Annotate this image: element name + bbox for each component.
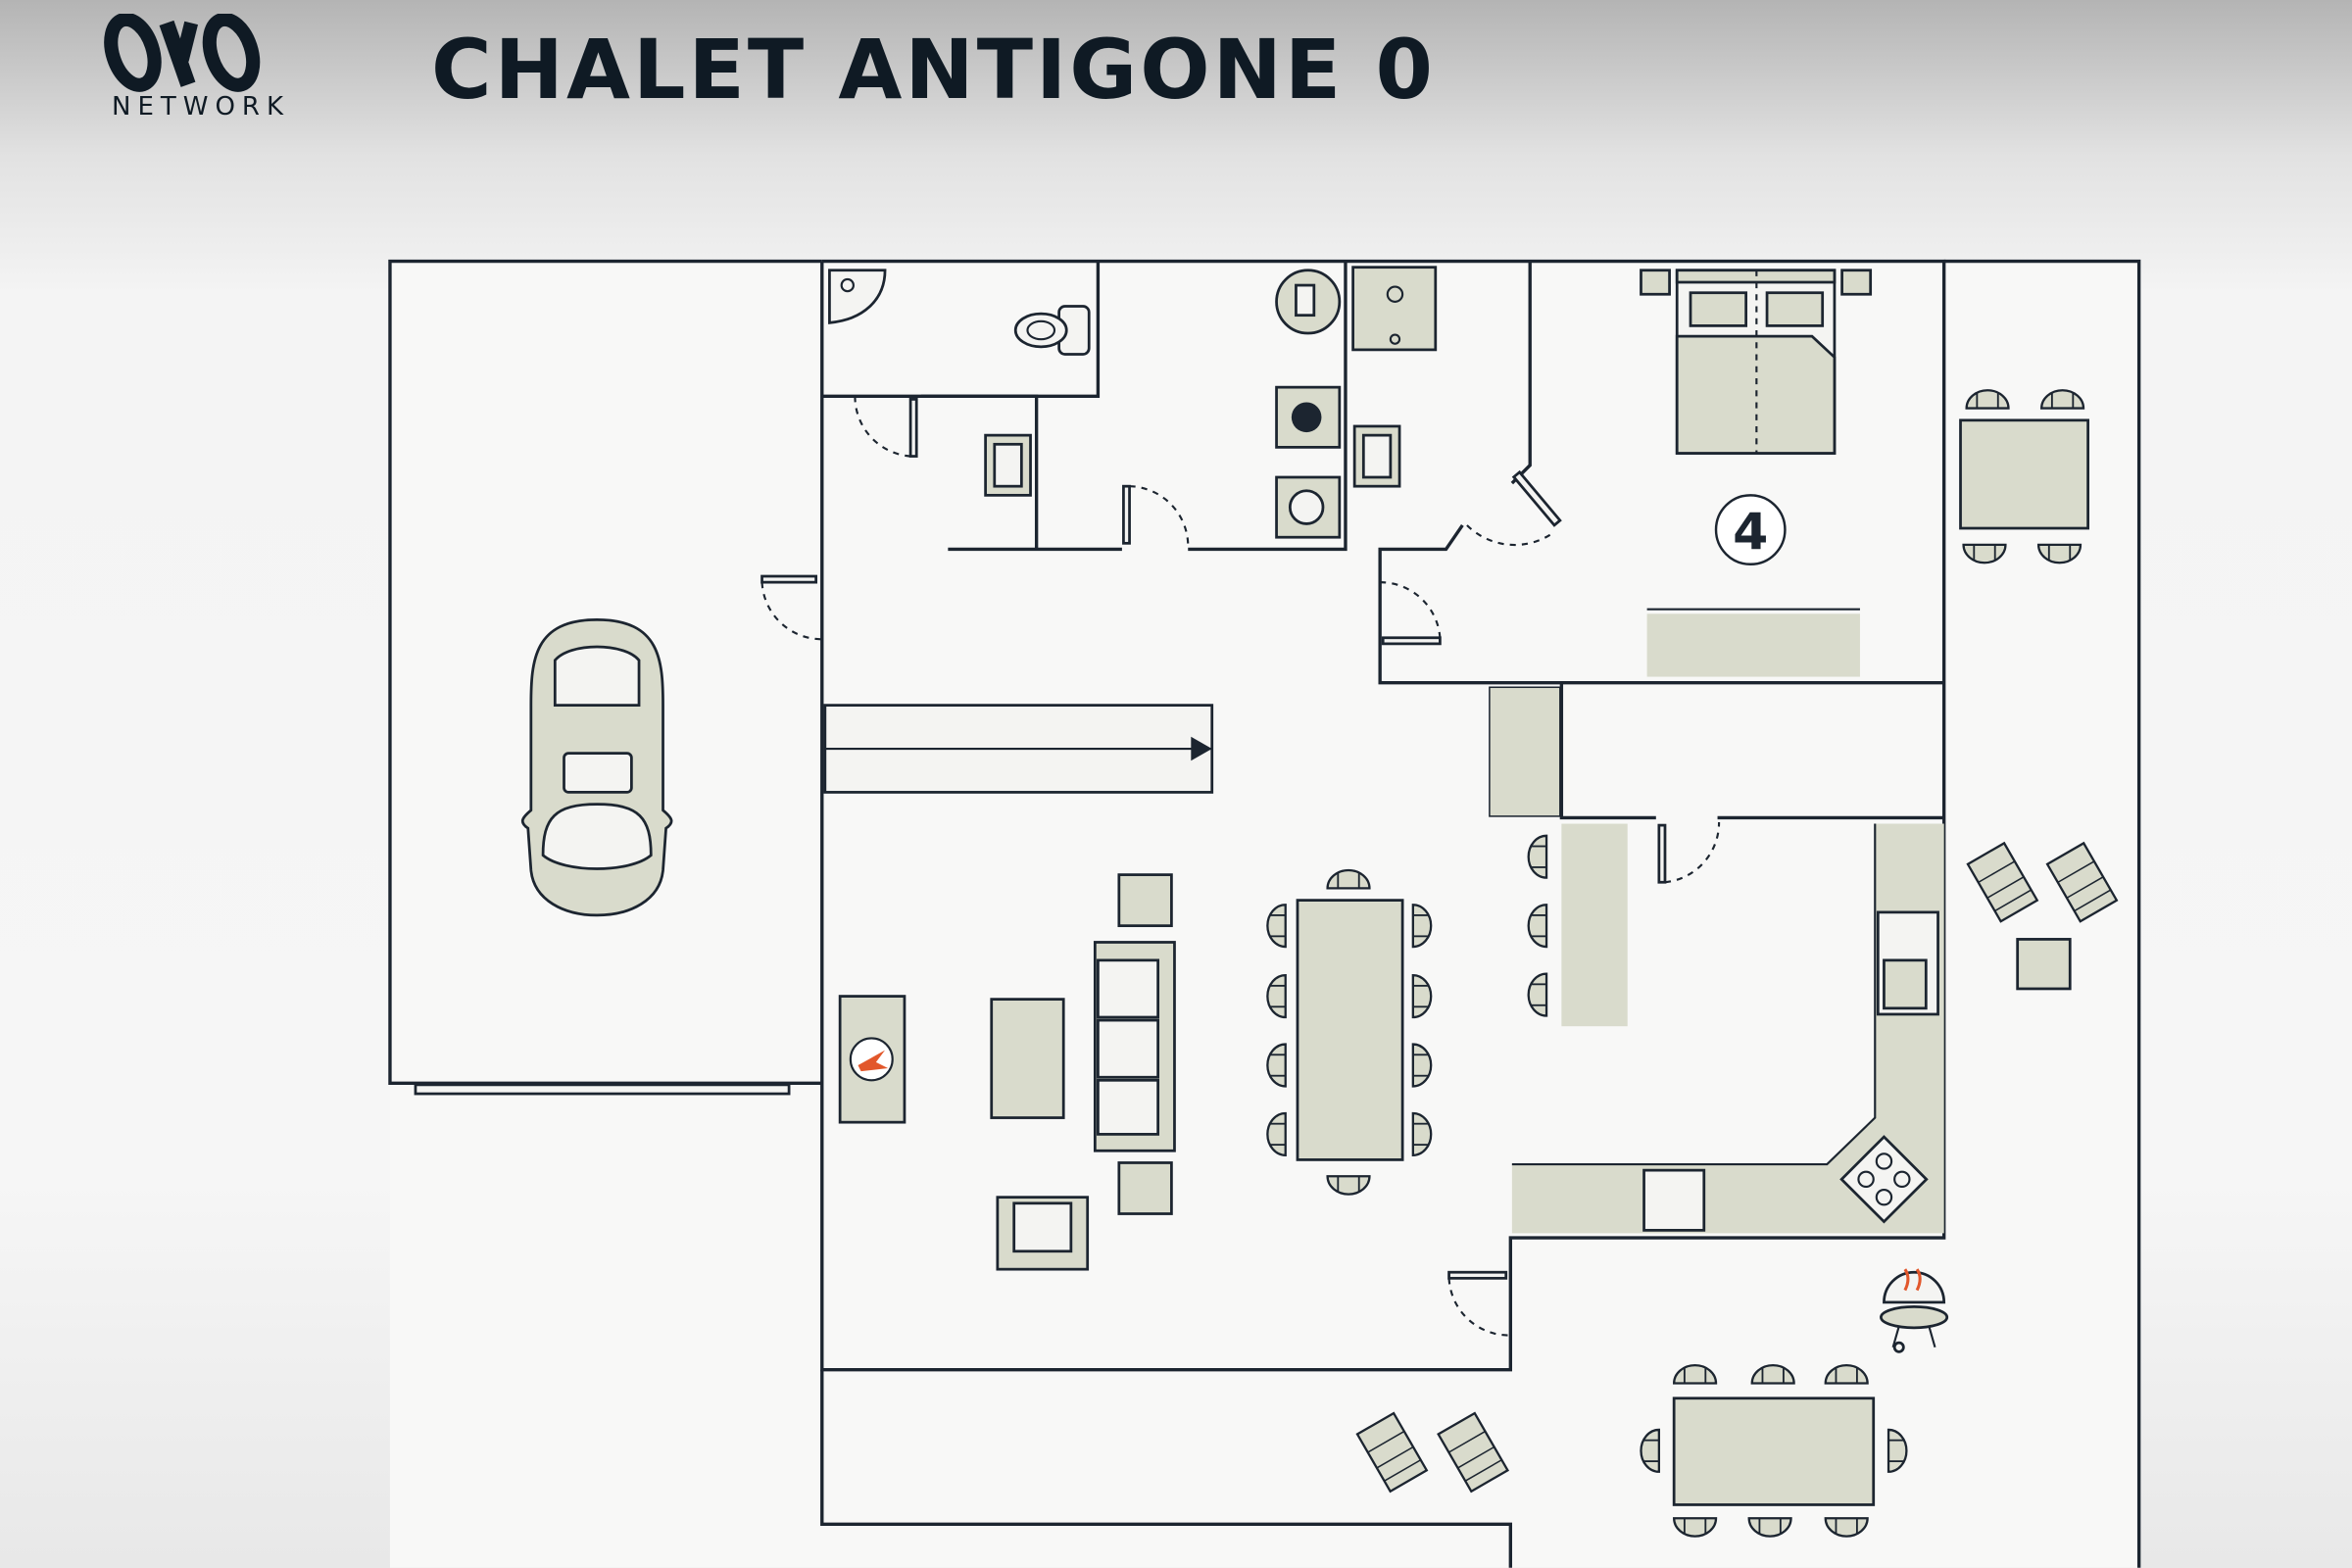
chair xyxy=(1527,972,1548,1017)
chair xyxy=(1411,1111,1433,1156)
chair xyxy=(1824,1517,1869,1538)
garage xyxy=(388,259,822,1096)
ono-network-logo xyxy=(104,14,261,92)
door-terrace[interactable] xyxy=(1447,1270,1508,1280)
doors xyxy=(760,396,1721,1337)
double-bed xyxy=(1640,269,1873,455)
staircase[interactable] xyxy=(823,704,1214,794)
door-kitchen[interactable] xyxy=(1657,823,1667,884)
room-number: 4 xyxy=(1733,503,1768,562)
car-icon xyxy=(520,618,673,917)
fireplace xyxy=(838,995,906,1124)
door-wc[interactable] xyxy=(908,398,918,458)
logo-wordmark: NETWORK xyxy=(112,92,291,122)
door-garage[interactable] xyxy=(760,574,818,584)
washing-machine-icon xyxy=(1275,475,1342,539)
side-table xyxy=(1117,873,1173,928)
terrace-table-south xyxy=(1672,1396,1876,1506)
sink-icon xyxy=(984,433,1032,497)
chair xyxy=(1266,1111,1287,1156)
room-number-badge: 4 xyxy=(1714,494,1787,565)
sofa xyxy=(1093,941,1176,1152)
chair xyxy=(1266,904,1287,949)
dryer-icon xyxy=(1275,385,1342,449)
chair xyxy=(1411,974,1433,1019)
sun-lounger xyxy=(1966,841,2039,923)
door-bathroom[interactable] xyxy=(1381,636,1442,646)
sink-corner-icon xyxy=(828,269,887,324)
toilet-icon xyxy=(1013,305,1091,356)
bathroom-sink-icon xyxy=(1352,424,1401,488)
chair xyxy=(1266,974,1287,1019)
chair xyxy=(1527,834,1548,879)
cooktop-icon xyxy=(1839,1135,1929,1224)
page-title: CHALET ANTIGONE 0 xyxy=(431,22,1436,118)
chair xyxy=(1886,1428,1908,1473)
sun-lounger xyxy=(1355,1411,1429,1494)
kitchen-island xyxy=(1561,823,1628,1027)
kitchen-units xyxy=(1489,686,1944,1234)
chair xyxy=(1326,1175,1371,1196)
chair xyxy=(1411,1043,1433,1088)
barbecue-icon xyxy=(1880,1268,1949,1353)
fridge-cabinet xyxy=(1489,686,1561,817)
chair xyxy=(1266,1043,1287,1088)
terrace-table-north xyxy=(1959,418,2089,530)
armchair xyxy=(996,1196,1090,1271)
nightstand xyxy=(1840,269,1873,296)
fire-icon xyxy=(858,1050,889,1072)
shower-icon xyxy=(1351,266,1438,352)
chair xyxy=(1527,904,1548,949)
sun-lounger xyxy=(2045,841,2119,923)
terrace-side-table xyxy=(2016,938,2072,991)
chair xyxy=(1750,1363,1795,1385)
chair xyxy=(1326,868,1371,890)
door-laundry[interactable] xyxy=(1122,484,1131,545)
water-heater-icon xyxy=(1275,269,1342,335)
chair xyxy=(1673,1363,1718,1385)
chair xyxy=(2040,389,2085,410)
chair xyxy=(2036,543,2082,564)
chair xyxy=(1747,1517,1792,1538)
chair xyxy=(1962,543,2007,564)
chair xyxy=(1824,1363,1869,1385)
nightstand xyxy=(1640,269,1671,296)
dining-table xyxy=(1296,899,1404,1161)
coffee-table xyxy=(990,998,1065,1119)
garage-door[interactable] xyxy=(414,1083,791,1096)
chair xyxy=(1965,389,2010,410)
chair xyxy=(1673,1517,1718,1538)
wardrobe xyxy=(1646,608,1860,677)
oven-icon xyxy=(1642,1168,1706,1232)
walls xyxy=(820,259,2141,1568)
stairs-arrow-icon xyxy=(1191,736,1212,761)
floor-area xyxy=(389,261,2139,1568)
sun-lounger xyxy=(1437,1411,1510,1494)
chair xyxy=(1640,1428,1661,1473)
chair xyxy=(1411,904,1433,949)
side-table xyxy=(1117,1161,1173,1215)
door-bedroom[interactable] xyxy=(1511,469,1562,527)
